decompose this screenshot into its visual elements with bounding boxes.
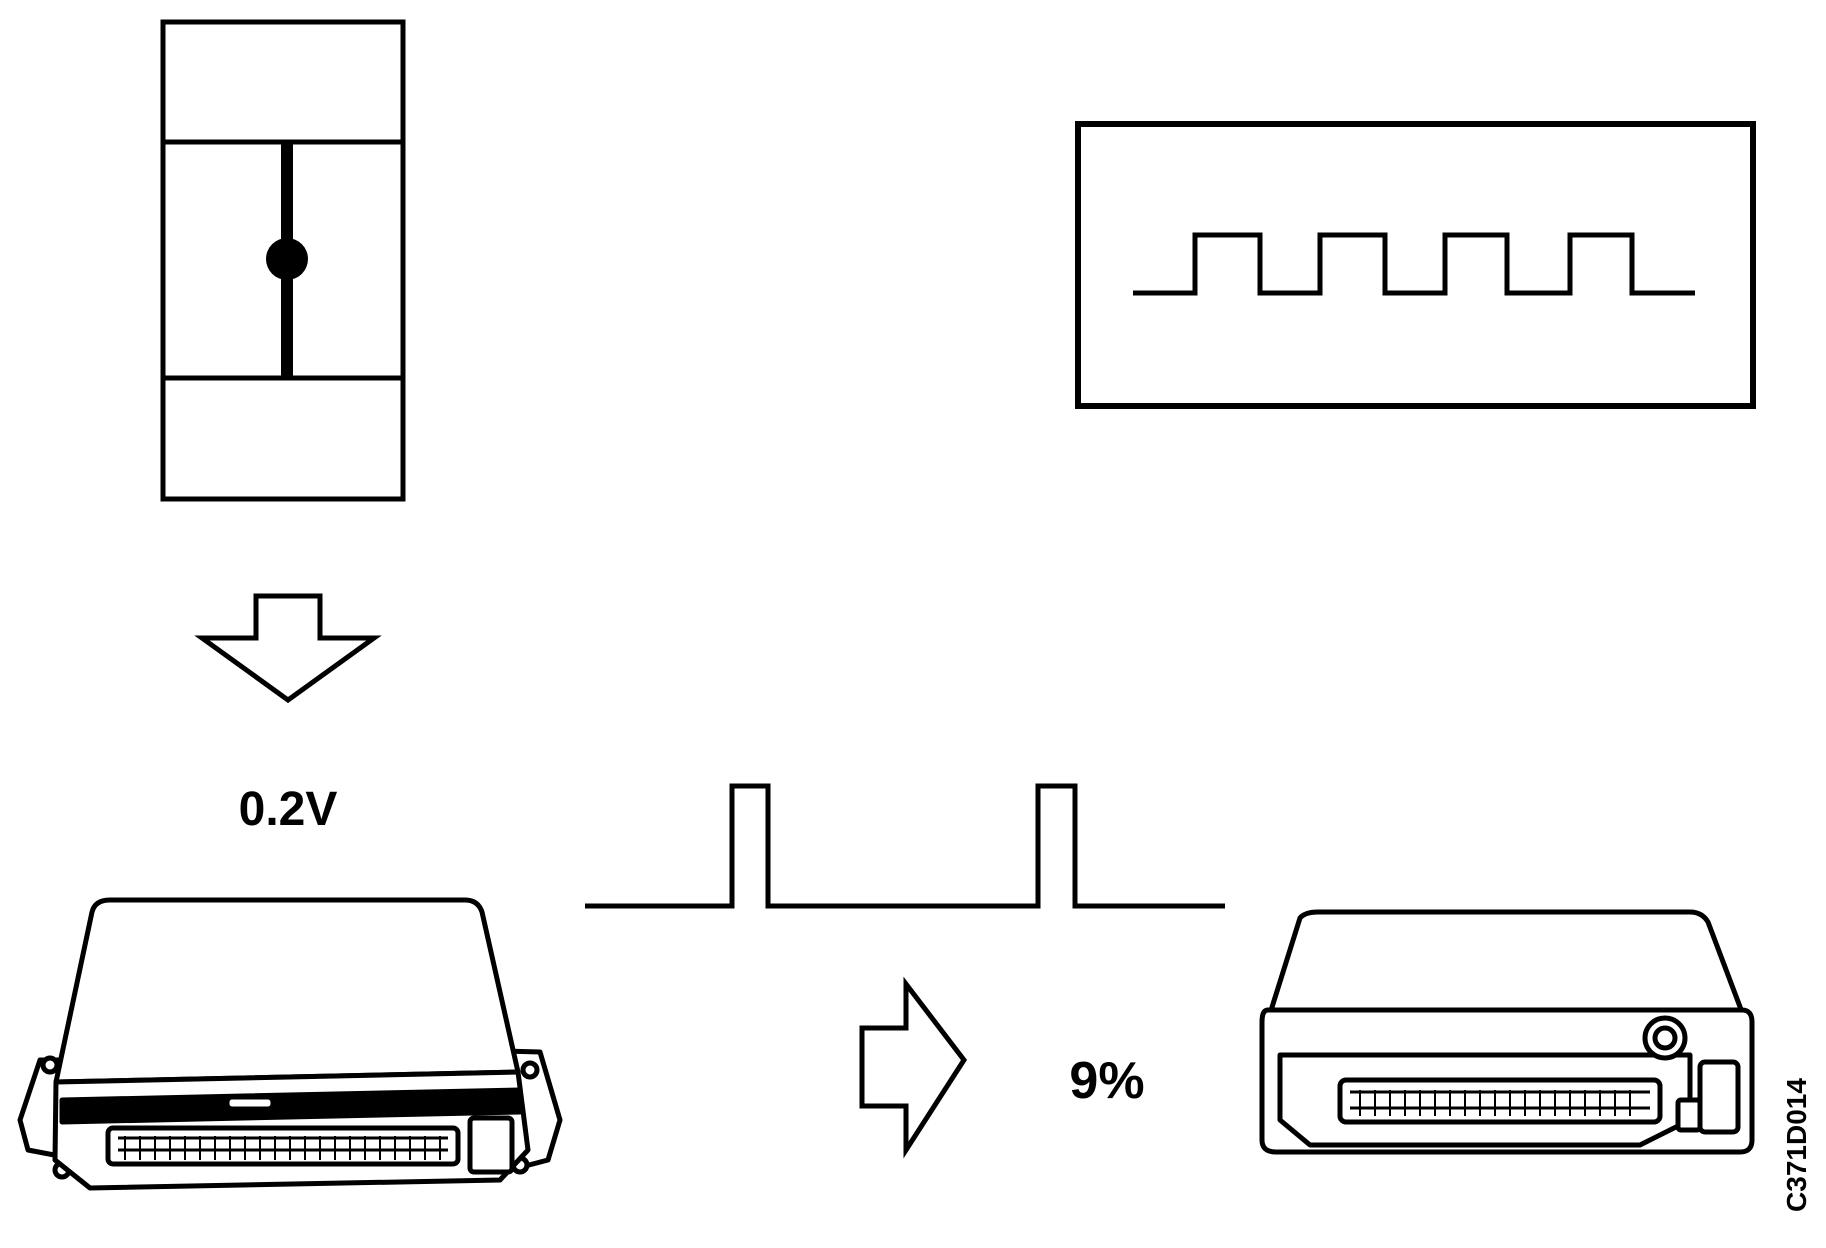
arrow-right-icon: [859, 976, 968, 1159]
control-unit-icon: [17, 897, 563, 1191]
oscilloscope-display-icon: [1075, 121, 1756, 409]
duty-cycle-label: 9%: [1069, 1052, 1144, 1110]
control-unit-icon: [1259, 909, 1755, 1155]
sensor-voltage-label: 0.2V: [239, 783, 338, 836]
figure-code-label: C371D014: [1781, 1078, 1812, 1212]
arrow-down-icon: [194, 593, 382, 704]
pulse-signal-icon: [585, 783, 1225, 909]
throttle-position-sensor-icon: [160, 19, 406, 502]
